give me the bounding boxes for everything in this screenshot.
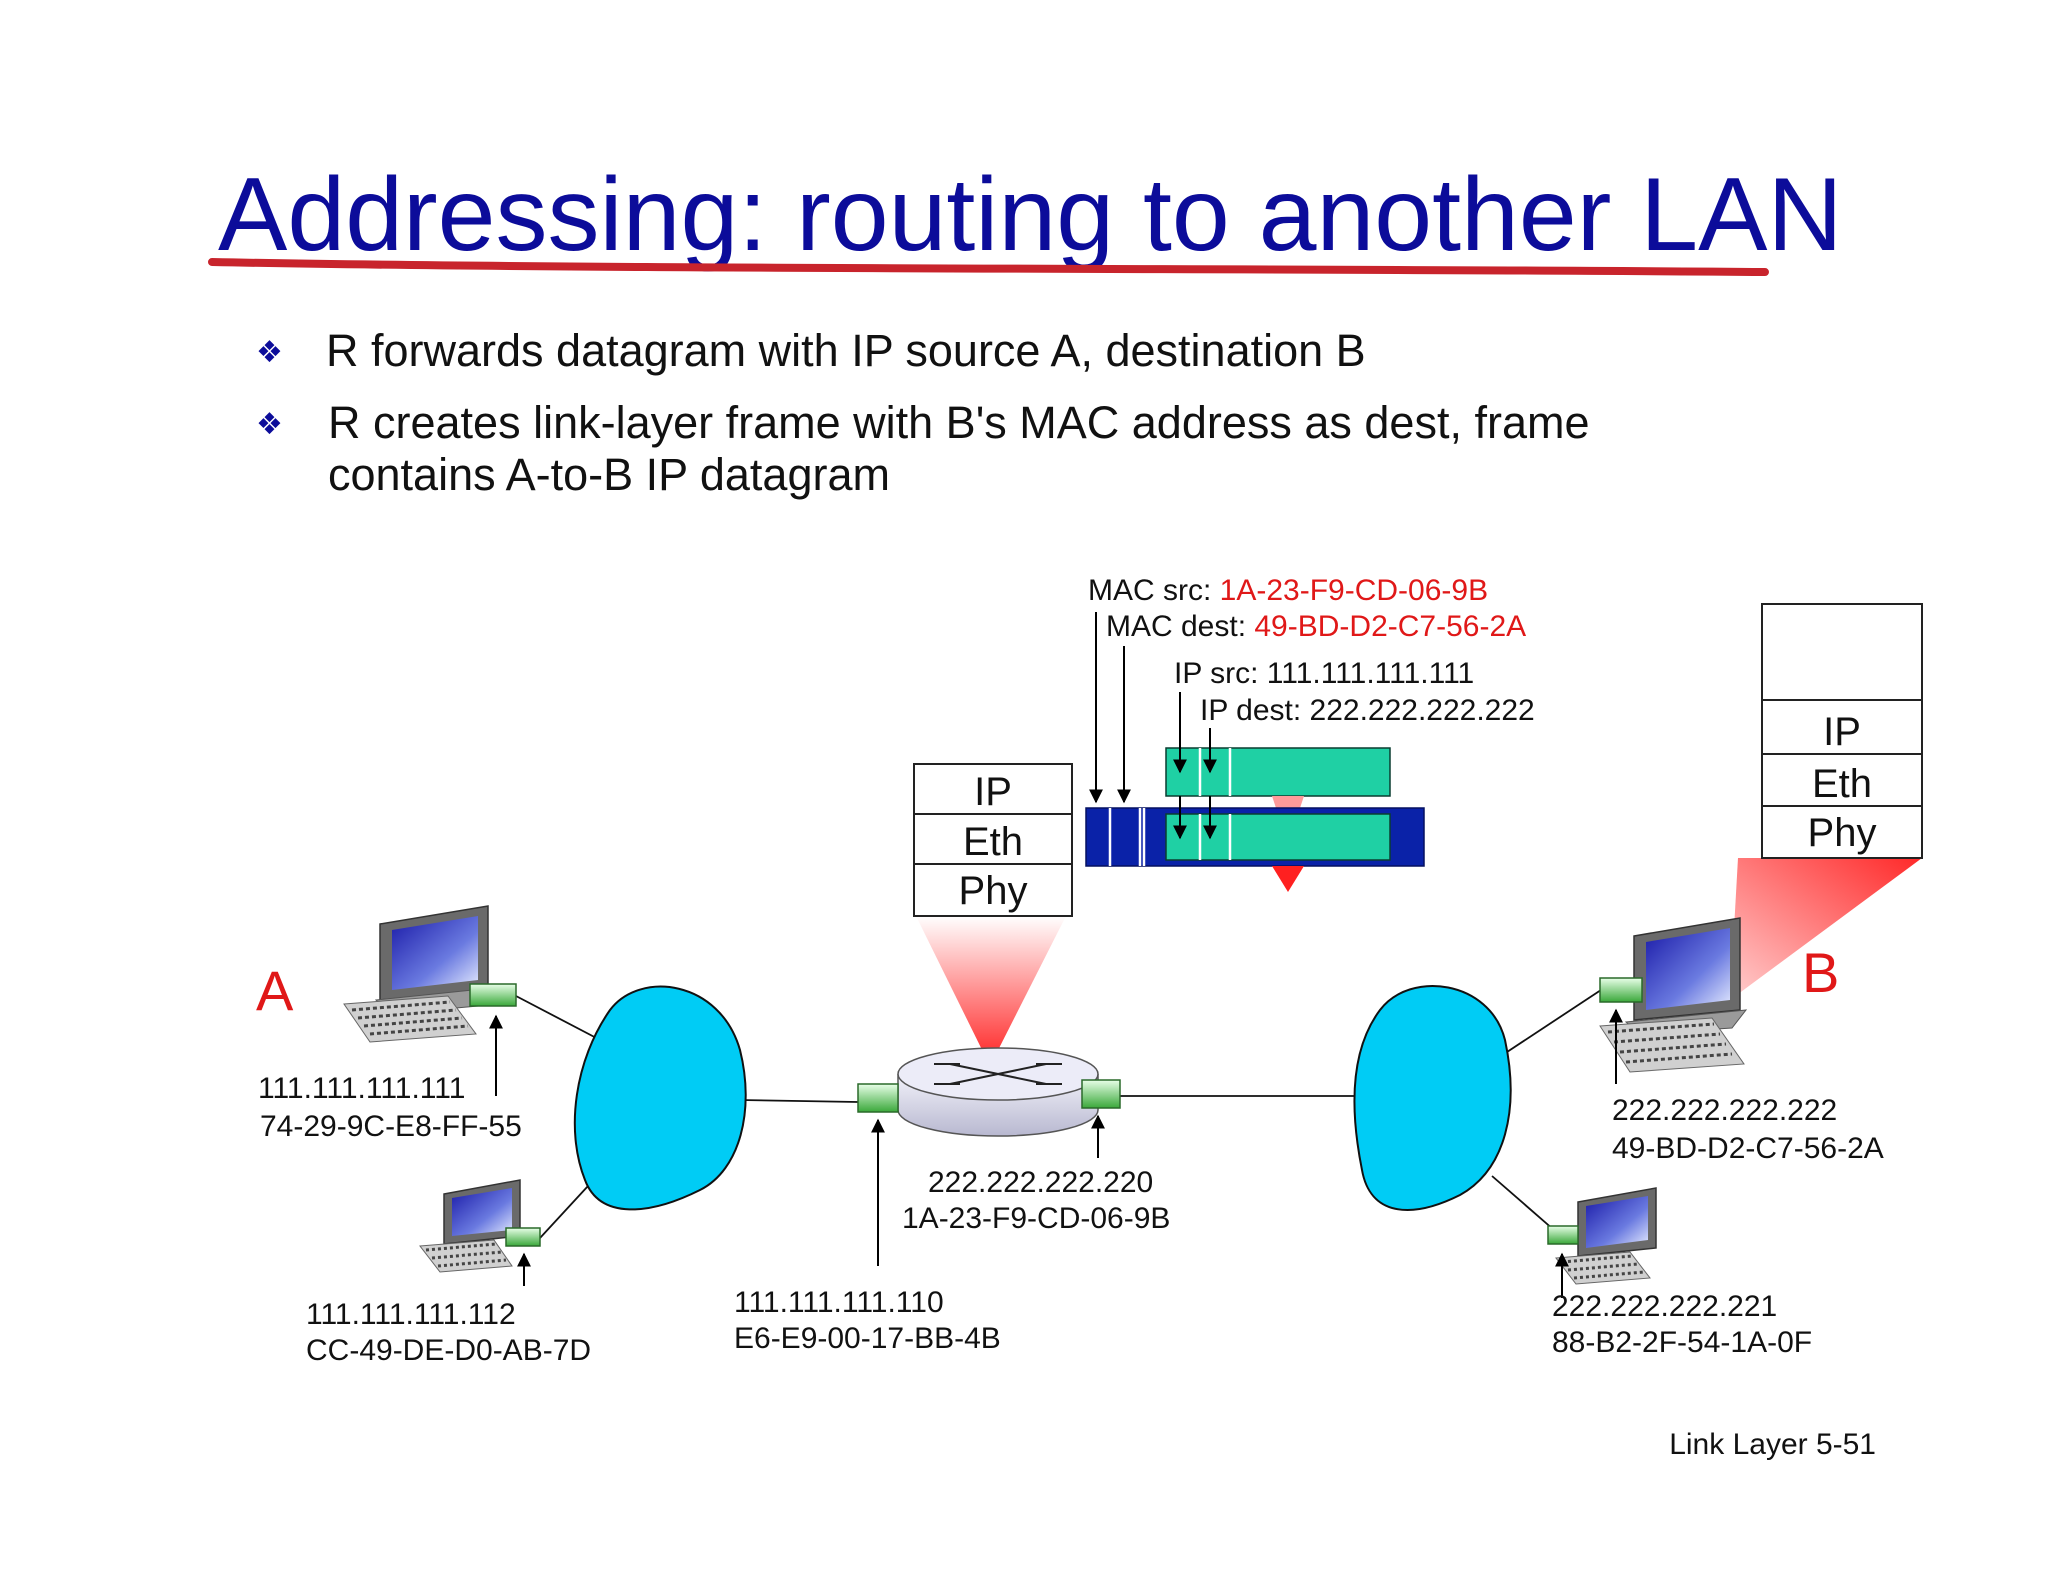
router-adapter-left [857, 1083, 899, 1113]
mac-dest-label: MAC dest: 49-BD-D2-C7-56-2A [1106, 610, 1526, 643]
bullet-icon: ❖ [256, 335, 283, 370]
router-protocol-stack: IP Eth Phy [913, 763, 1073, 917]
host-b-stack-ip: IP [1823, 710, 1861, 754]
host-b-stack-phy: Phy [1808, 811, 1877, 855]
ip-src-label: IP src: 111.111.111.111 [1174, 657, 1474, 690]
host-a2-ip: 111.111.111.112 [306, 1298, 516, 1331]
router-stack-phy: Phy [959, 869, 1028, 913]
host-b-ip: 222.222.222.222 [1612, 1094, 1837, 1127]
link-host-a2 [539, 1185, 589, 1239]
host-b2-adapter [1547, 1225, 1579, 1245]
host-a-mac: 74-29-9C-E8-FF-55 [260, 1110, 522, 1143]
slide-footer: Link Layer 5-51 [1669, 1428, 1876, 1461]
link-router-left [739, 1099, 859, 1103]
host-a-ip: 111.111.111.111 [258, 1072, 465, 1105]
host-a-letter: A [256, 959, 294, 1022]
bullet-icon: ❖ [256, 407, 283, 442]
host-b-stack-beam [1730, 858, 1922, 1000]
host-a2-computer-icon[interactable] [419, 1179, 521, 1273]
link-host-a [515, 995, 605, 1043]
host-b-computer-icon[interactable] [1599, 917, 1748, 1073]
router-stack-beam [916, 916, 1066, 1066]
link-host-b [1503, 987, 1605, 1055]
title-underline [208, 258, 1769, 276]
ip-dest-label: IP dest: 222.222.222.222 [1200, 694, 1535, 727]
router-stack-ip: IP [974, 770, 1012, 814]
router-right-ip: 222.222.222.220 [928, 1166, 1153, 1199]
encapsulation-arrow-head [1272, 866, 1304, 892]
router-adapter-right [1081, 1079, 1121, 1109]
host-a-computer-icon[interactable] [343, 905, 494, 1043]
host-b2-computer-icon[interactable] [1555, 1187, 1657, 1285]
mac-src-value: 1A-23-F9-CD-06-9B [1220, 574, 1488, 607]
host-b2-ip: 222.222.222.221 [1552, 1290, 1777, 1323]
host-b-protocol-stack: IP Eth Phy [1761, 603, 1923, 859]
host-a2-mac: CC-49-DE-D0-AB-7D [306, 1334, 591, 1367]
router-stack-eth: Eth [963, 820, 1023, 864]
host-b-adapter [1599, 977, 1643, 1003]
lan-1-cloud [573, 985, 747, 1211]
router-left-ip: 111.111.111.110 [734, 1286, 944, 1319]
mac-src-label: MAC src: 1A-23-F9-CD-06-9B [1088, 574, 1488, 607]
host-a2-adapter [505, 1227, 541, 1247]
host-b2-mac: 88-B2-2F-54-1A-0F [1552, 1326, 1812, 1359]
host-b-letter: B [1802, 941, 1839, 1004]
host-b-mac: 49-BD-D2-C7-56-2A [1612, 1132, 1884, 1165]
bullet-2-continuation: contains A-to-B IP datagram [328, 449, 890, 500]
link-host-b2 [1491, 1175, 1555, 1231]
encapsulation-arrow-stem [1272, 796, 1304, 808]
lan-2-cloud [1353, 985, 1512, 1211]
page-title: Addressing: routing to another LAN [218, 157, 1843, 273]
router-icon[interactable] [897, 1047, 1099, 1137]
bullet-2-text: R creates link-layer frame with B's MAC … [328, 397, 1590, 448]
router-right-mac: 1A-23-F9-CD-06-9B [902, 1202, 1170, 1235]
router-left-mac: E6-E9-00-17-BB-4B [734, 1322, 1001, 1355]
mac-dest-value: 49-BD-D2-C7-56-2A [1254, 610, 1526, 643]
host-a-adapter [469, 983, 517, 1007]
host-b-stack-eth: Eth [1812, 762, 1872, 806]
bullet-1-text: R forwards datagram with IP source A, de… [326, 325, 1366, 376]
